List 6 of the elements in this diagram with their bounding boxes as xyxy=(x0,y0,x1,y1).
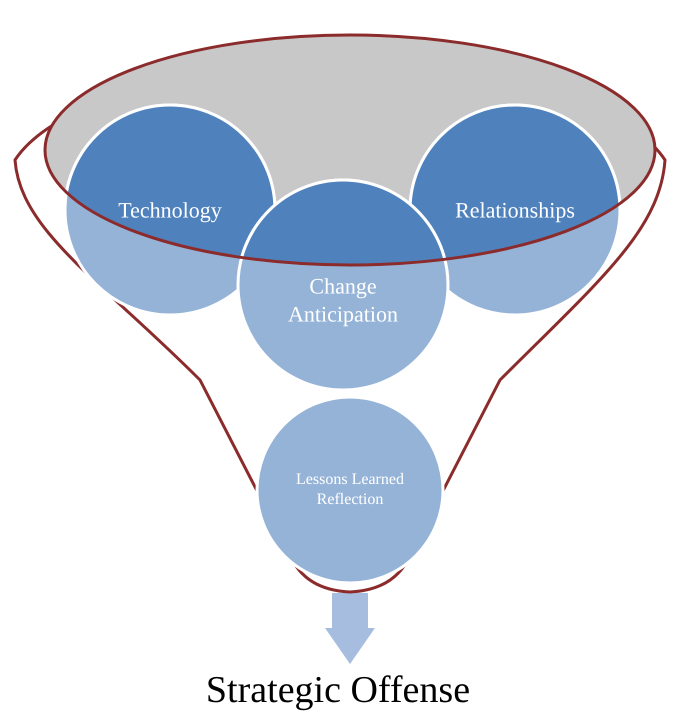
circle-label: Technology xyxy=(117,196,223,224)
circle-label: Change Anticipation xyxy=(287,272,399,328)
circle-label: Relationships xyxy=(454,196,576,224)
arrow xyxy=(325,593,375,664)
result-label: Strategic Offense xyxy=(150,668,526,712)
circle-label: Lessons Learned Reflection xyxy=(295,470,405,510)
